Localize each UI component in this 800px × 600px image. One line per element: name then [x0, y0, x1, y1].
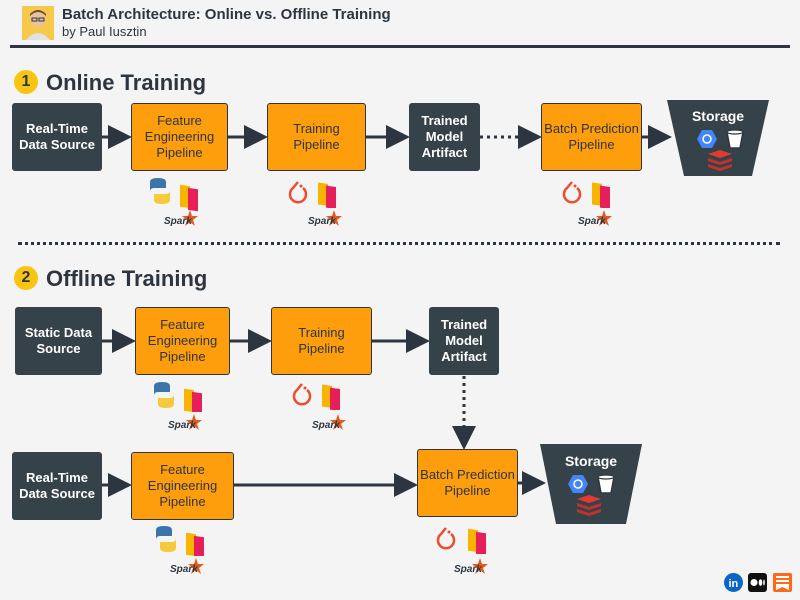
offline-storage-label: Storage: [564, 453, 618, 469]
spark-icon: [188, 558, 204, 574]
python-icon: [150, 178, 170, 204]
spark-icon: [182, 210, 198, 226]
svg-text:in: in: [729, 578, 739, 590]
online-training-tools: [288, 181, 336, 208]
spark-label: Spark: [168, 420, 196, 431]
header-divider: [10, 45, 790, 48]
online-model-artifact: Trained Model Artifact: [409, 103, 480, 171]
spark-icon: [596, 210, 612, 226]
online-batch-prediction-pipeline: Batch Prediction Pipeline: [541, 103, 642, 171]
redis-icon: [577, 495, 601, 516]
online-storage-label: Storage: [691, 108, 745, 124]
spark-label: Spark: [308, 216, 336, 227]
spark-icon: [326, 210, 342, 226]
spark-icon: [186, 414, 202, 430]
online-batch-tools: [562, 181, 610, 208]
online-feature-tools: [150, 178, 198, 212]
offline-training-pipeline: Training Pipeline: [271, 307, 372, 375]
offline-feature-pipeline-top: Feature Engineering Pipeline: [135, 307, 230, 375]
bucket-icon: [597, 474, 615, 494]
spark-label: Spark: [578, 216, 606, 227]
pytorch-icon: [292, 383, 312, 406]
offline-static-source: Static Data Source: [15, 307, 102, 375]
redis-icon: [708, 150, 732, 171]
section-number-badge: 1: [14, 70, 38, 94]
section-title-online: Online Training: [46, 70, 207, 95]
author-byline: by Paul Iusztin: [62, 24, 147, 39]
social-icons: in: [724, 573, 792, 592]
bucket-icon: [726, 129, 744, 149]
pytorch-icon: [562, 181, 582, 204]
python-icon: [154, 382, 174, 408]
feature-store-icon: [318, 182, 336, 208]
offline-storage-icons: [568, 474, 615, 516]
pytorch-icon: [436, 527, 456, 550]
offline-feature-tools-bottom: [156, 526, 204, 556]
online-realtime-source: Real-Time Data Source: [12, 103, 102, 171]
offline-batch-tools: [436, 527, 486, 554]
spark-label: Spark: [170, 564, 198, 575]
page-title: Batch Architecture: Online vs. Offline T…: [62, 6, 391, 23]
online-training-pipeline: Training Pipeline: [267, 103, 366, 171]
section-divider: [18, 242, 780, 245]
offline-feature-pipeline-bottom: Feature Engineering Pipeline: [131, 452, 234, 520]
spark-label: Spark: [454, 564, 482, 575]
feature-store-icon: [468, 528, 486, 554]
bigquery-icon: [568, 475, 588, 493]
offline-model-artifact: Trained Model Artifact: [429, 307, 499, 375]
section-title-offline: Offline Training: [46, 266, 208, 291]
pytorch-icon: [288, 181, 308, 204]
feature-store-icon: [186, 532, 204, 556]
online-feature-pipeline: Feature Engineering Pipeline: [131, 103, 228, 171]
storage-container-offline: [540, 444, 642, 524]
feature-store-icon: [592, 182, 610, 208]
offline-realtime-source: Real-Time Data Source: [12, 452, 102, 520]
spark-icon: [330, 414, 346, 430]
feature-store-icon: [184, 388, 202, 412]
substack-icon: [773, 573, 792, 592]
bigquery-icon: [697, 130, 717, 148]
medium-icon: [748, 573, 767, 592]
spark-label: Spark: [164, 216, 192, 227]
feature-store-icon: [322, 384, 340, 410]
linkedin-icon: in: [724, 573, 743, 592]
author-avatar: [22, 6, 54, 40]
online-storage-icons: [697, 129, 744, 171]
offline-training-tools: [292, 383, 340, 410]
section-number-badge: 2: [14, 266, 38, 290]
spark-label: Spark: [312, 420, 340, 431]
offline-feature-tools-top: [154, 382, 202, 412]
feature-store-icon: [180, 184, 198, 212]
offline-batch-prediction-pipeline: Batch Prediction Pipeline: [417, 449, 518, 517]
storage-container-online: [667, 100, 769, 176]
spark-icon: [472, 558, 488, 574]
python-icon: [156, 526, 176, 552]
